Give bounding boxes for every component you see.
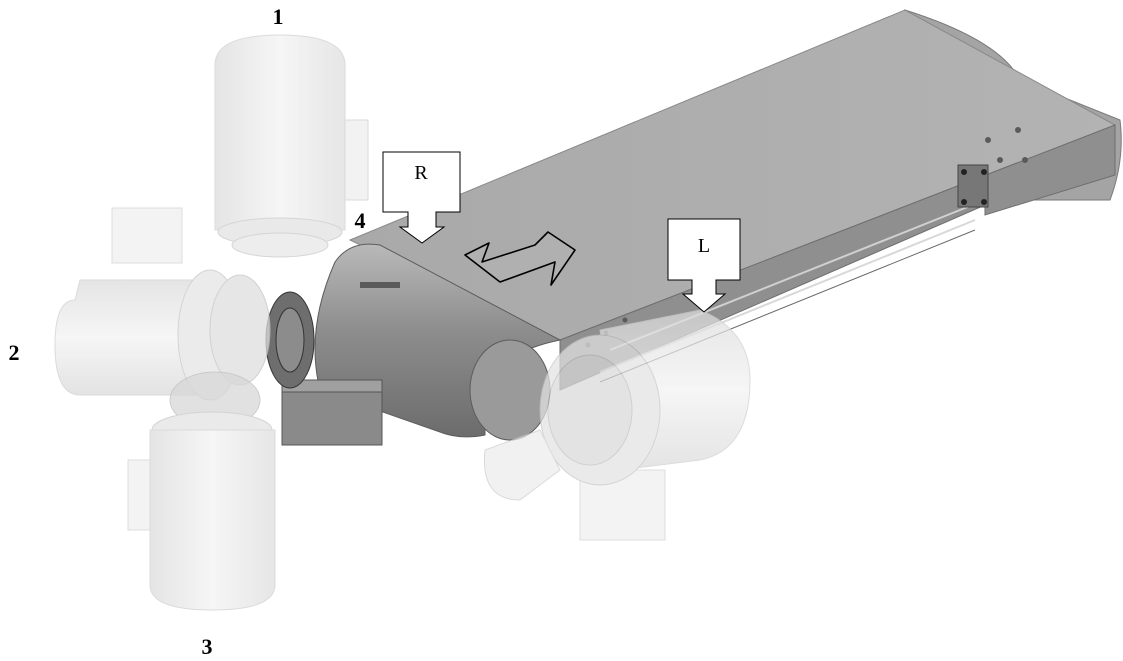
motor-position-1-label: 1 xyxy=(273,4,284,29)
belt-direction-arrow xyxy=(464,231,576,286)
callout-l-label: L xyxy=(698,235,710,257)
callout-r: R xyxy=(382,151,461,244)
callout-r-arrow xyxy=(382,151,461,244)
ghost-motor-top xyxy=(214,34,369,258)
drive-mount-block xyxy=(281,389,383,446)
motor-position-3-label: 3 xyxy=(202,634,213,659)
conveyor-belt xyxy=(265,9,1122,446)
callout-r-label: R xyxy=(414,162,428,184)
ghost-motor-bottom xyxy=(127,371,276,611)
ghost-motor-right xyxy=(483,309,751,541)
motor-position-2-label: 2 xyxy=(9,340,20,365)
callout-l-arrow xyxy=(667,218,741,313)
motor-position-4-label: 4 xyxy=(355,208,366,233)
callout-l: L xyxy=(667,218,741,313)
ghost-motor-left xyxy=(54,207,271,401)
belt-roller-face xyxy=(469,339,551,441)
